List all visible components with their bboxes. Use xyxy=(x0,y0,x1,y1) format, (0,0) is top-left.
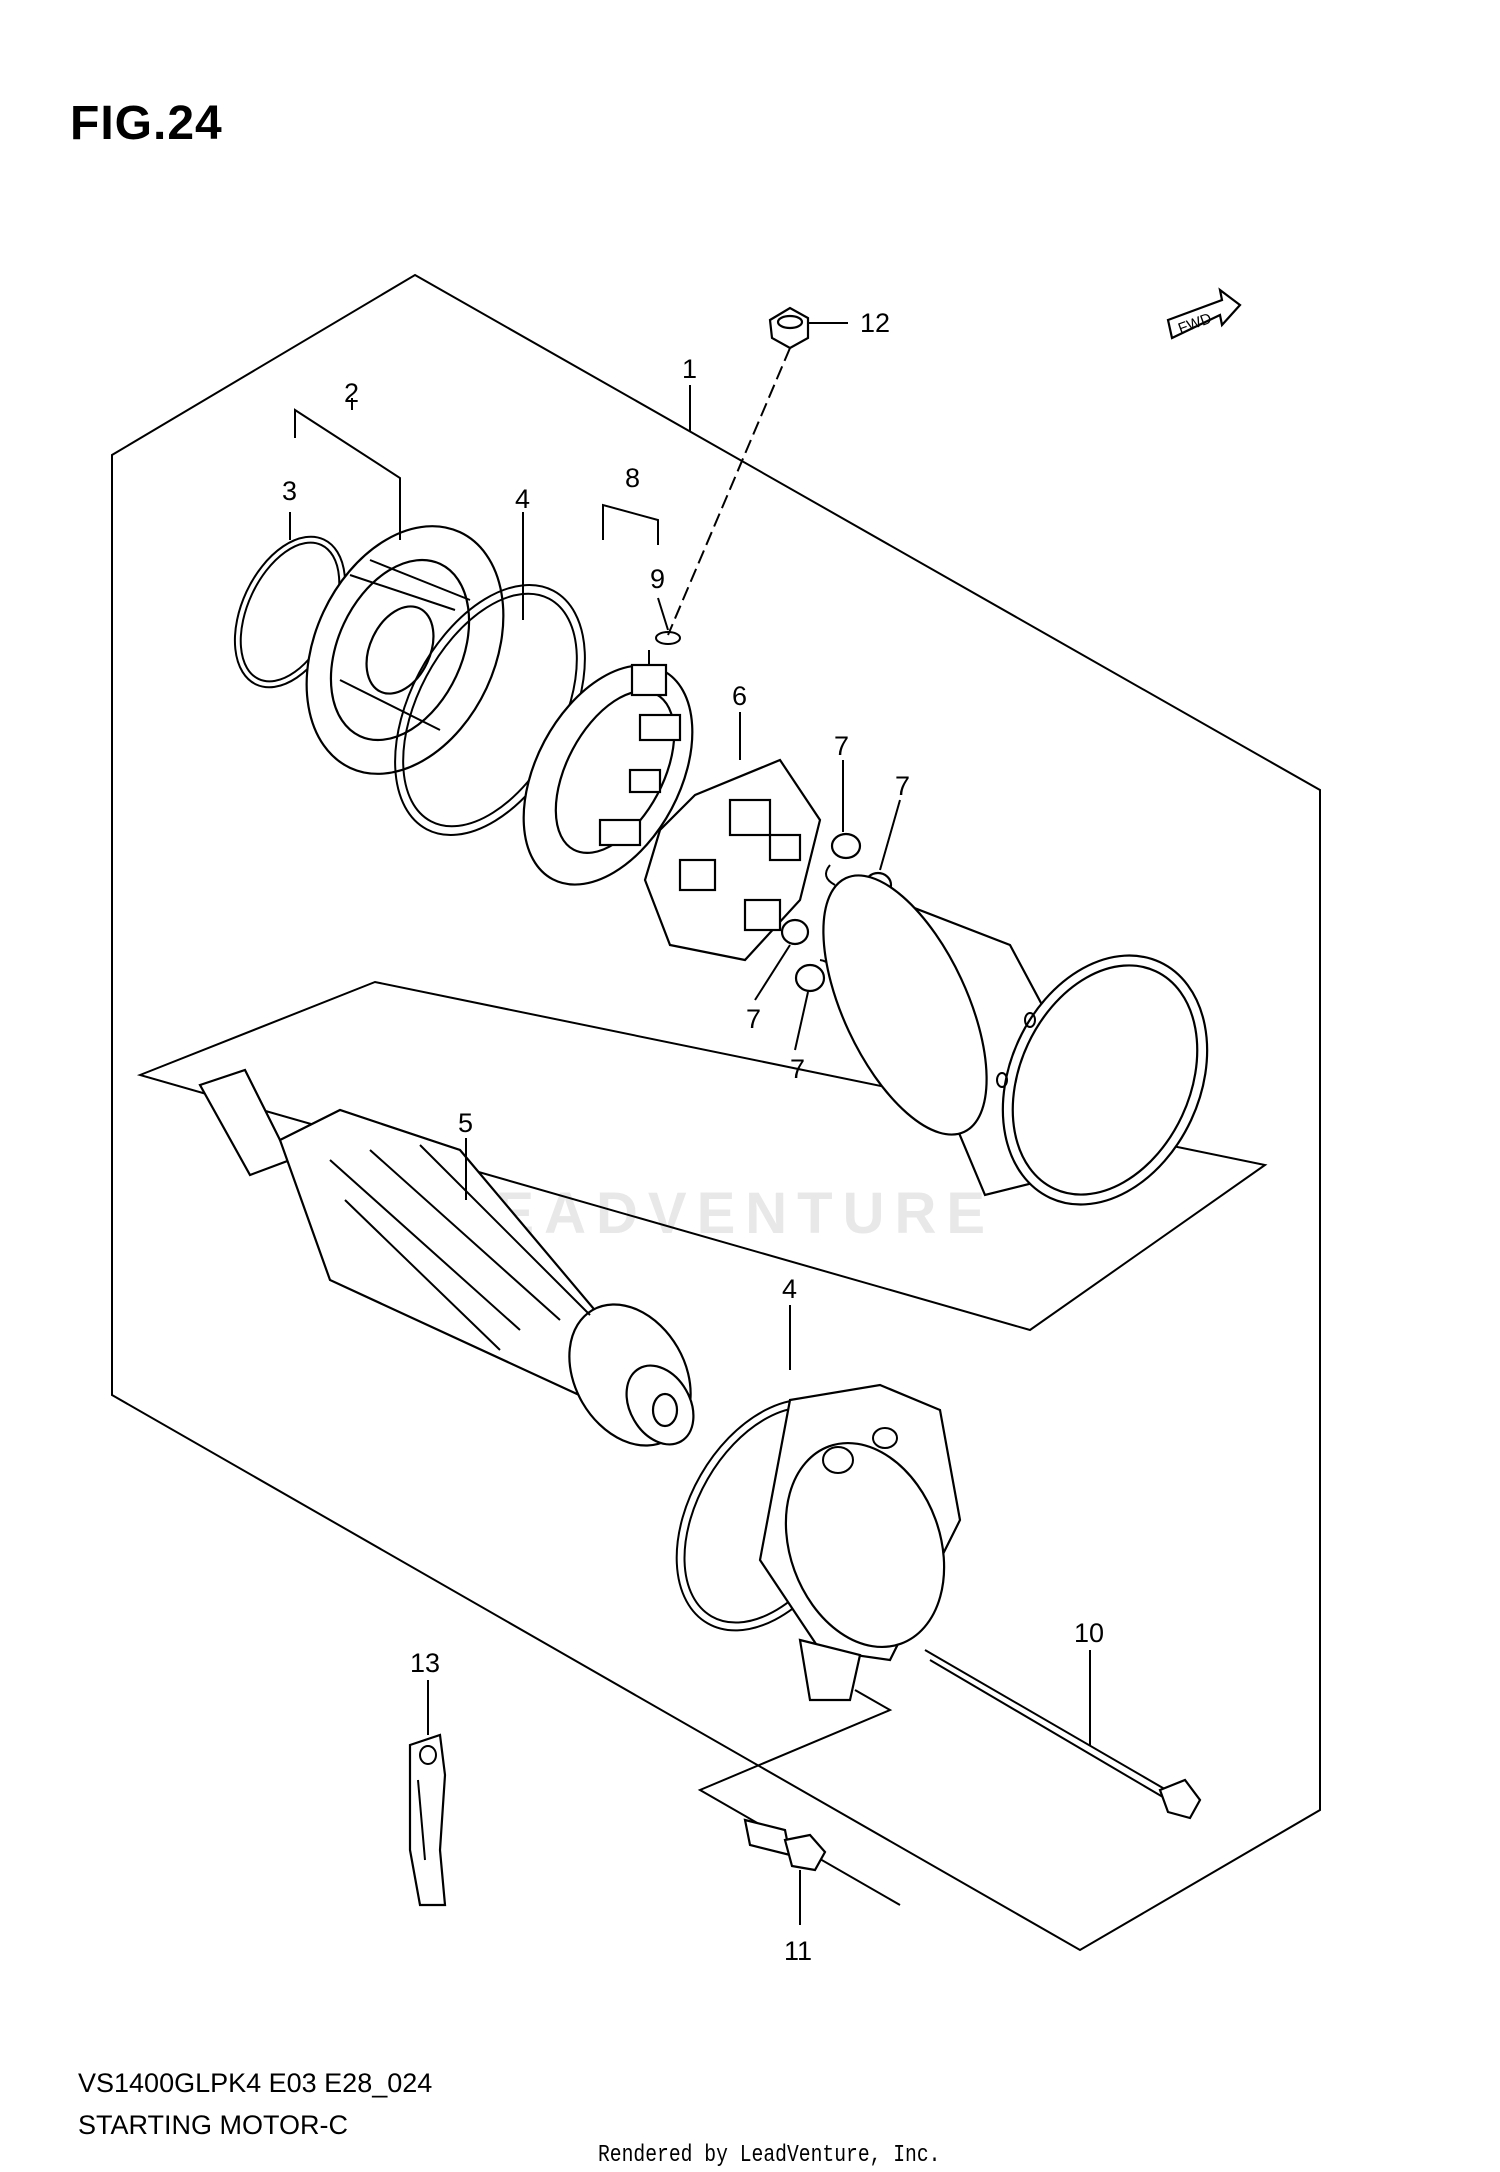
callout-7-a: 7 xyxy=(834,731,849,761)
part-13-bracket xyxy=(408,1733,447,1907)
callout-12: 12 xyxy=(860,308,890,338)
part-5-armature xyxy=(198,1068,695,1447)
callout-5: 5 xyxy=(458,1108,473,1138)
part-10-long-bolt xyxy=(924,1649,1202,1820)
armature-bracket-outline xyxy=(136,980,1268,1332)
callout-7-c: 7 xyxy=(746,1004,761,1034)
part-6-brush-plate xyxy=(643,758,822,962)
fwd-arrow-icon: FWD xyxy=(1166,287,1242,340)
part-7-spring-c xyxy=(780,918,810,946)
callout-9: 9 xyxy=(650,564,665,594)
front-housing xyxy=(758,1383,962,1702)
callout-11: 11 xyxy=(784,1936,812,1966)
callout-6: 6 xyxy=(732,681,747,711)
callout-13: 13 xyxy=(410,1648,440,1678)
watermark-text: LEADVENTURE xyxy=(450,1181,996,1246)
model-name: STARTING MOTOR-C xyxy=(78,2110,348,2140)
assembly-outline xyxy=(111,273,1321,1952)
callout-3: 3 xyxy=(282,476,297,506)
callout-4-upper: 4 xyxy=(515,484,530,514)
leader-lines xyxy=(289,322,1091,1925)
callout-7-b: 7 xyxy=(895,771,910,801)
callout-7-d: 7 xyxy=(790,1054,805,1084)
model-code: VS1400GLPK4 E03 E28_024 xyxy=(78,2068,433,2098)
part-2-rear-housing xyxy=(305,525,505,775)
callout-4-lower: 4 xyxy=(782,1274,797,1304)
part-9-terminal xyxy=(630,631,681,697)
callout-8: 8 xyxy=(625,463,640,493)
callout-1: 1 xyxy=(682,354,697,384)
yoke-motor-case xyxy=(822,874,1209,1206)
callout-2: 2 xyxy=(344,378,359,408)
part-8-brush-holder xyxy=(522,664,694,886)
part-12-nut xyxy=(768,306,810,350)
part-7-spring-a xyxy=(825,832,862,886)
callout-10: 10 xyxy=(1074,1618,1104,1648)
render-credit: Rendered by LeadVenture, Inc. xyxy=(598,2142,941,2169)
leader-12-dashed xyxy=(667,347,791,636)
figure-title: FIG.24 xyxy=(70,97,223,150)
part-11-short-bolt xyxy=(743,1818,827,1872)
callout-labels: 1 2 3 4 8 9 12 6 7 7 7 7 5 4 13 10 11 xyxy=(282,308,1104,1966)
